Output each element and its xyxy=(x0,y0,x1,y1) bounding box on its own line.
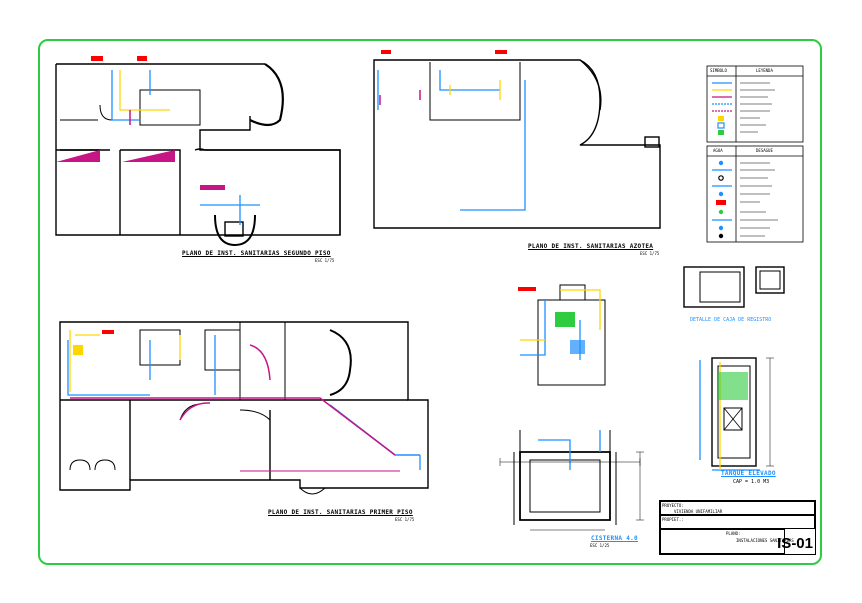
tb-project-label: PROYECTO: xyxy=(662,503,684,508)
title-valve-box: DETALLE DE CAJA DE REGISTRO xyxy=(690,317,772,323)
detail-tank xyxy=(711,357,757,467)
tank-capacity: CAP = 1.0 M3 xyxy=(733,479,770,485)
dimension-lines xyxy=(499,357,774,531)
tb-sheet-code: IS-01 xyxy=(777,535,813,552)
title-second-floor: PLANO DE INST. SANITARIAS SEGUNDO PISO xyxy=(182,250,331,257)
detail-cistern xyxy=(513,430,617,525)
legend-symbols xyxy=(712,82,732,239)
legend-header-legend: LEYENDA xyxy=(756,68,773,73)
tb-owner-row xyxy=(660,515,815,529)
tb-plan-cell xyxy=(660,529,785,554)
sheet-border xyxy=(38,39,822,565)
title-block: PROYECTO: VIVIENDA UNIFAMILIAR PROPIET.:… xyxy=(659,500,816,555)
tb-owner-label: PROPIET.: xyxy=(662,517,684,522)
hot-water-pipes xyxy=(69,70,721,470)
drain-pipes xyxy=(70,90,421,472)
scale-first-floor: ESC 1/75 xyxy=(395,517,415,522)
legend-header-water: AGUA xyxy=(713,148,723,153)
fill-patches xyxy=(56,50,748,400)
scale-second-floor: ESC 1/75 xyxy=(315,258,335,263)
tb-project-name: VIVIENDA UNIFAMILIAR xyxy=(674,509,723,514)
plan-first-floor xyxy=(59,321,429,495)
plan-roof xyxy=(373,59,661,229)
legend-table xyxy=(706,65,804,243)
water-pipes xyxy=(67,70,760,471)
legend-lines xyxy=(740,82,778,237)
scale-cistern: ESC 1/25 xyxy=(590,543,610,548)
tb-plan-name: INSTALACIONES SANITARIAS xyxy=(736,538,794,543)
plan-second-floor xyxy=(55,63,341,247)
legend-header-drain: DESAGUE xyxy=(756,148,773,153)
title-cistern: CISTERNA 4.0 xyxy=(591,535,638,542)
title-roof: PLANO DE INST. SANITARIAS AZOTEA xyxy=(528,243,654,250)
title-first-floor: PLANO DE INST. SANITARIAS PRIMER PISO xyxy=(268,509,413,516)
title-tank: TANQUE ELEVADO xyxy=(721,470,776,477)
detail-box xyxy=(683,266,785,308)
legend-header-symbol: SIMBOLO xyxy=(710,68,727,73)
detail-pump xyxy=(537,284,606,386)
scale-roof: ESC 1/75 xyxy=(640,251,660,256)
tb-project-row xyxy=(660,501,815,515)
tb-plan-label: PLANO: xyxy=(726,531,741,536)
